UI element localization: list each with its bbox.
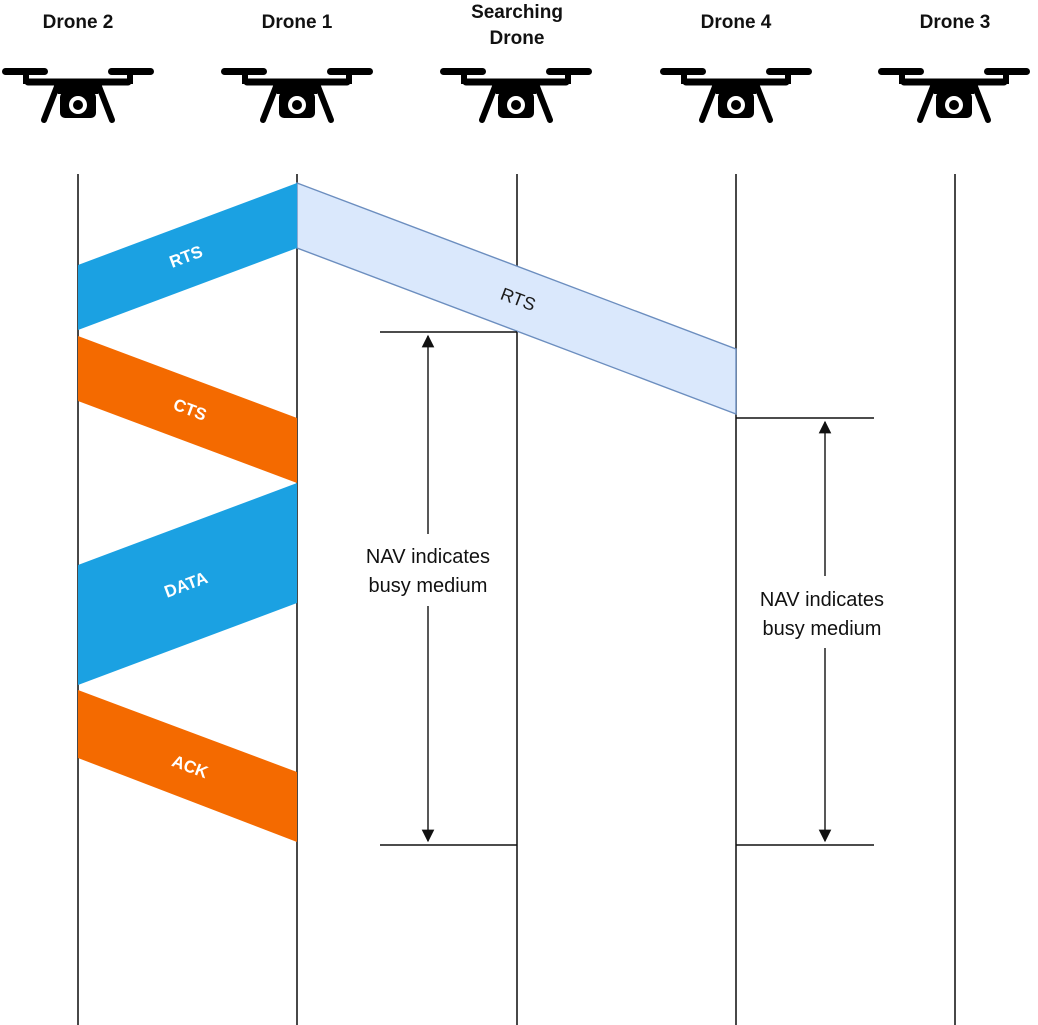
message-rts-to-drone-2: RTS bbox=[78, 183, 297, 330]
nav-label-line-2: busy medium bbox=[763, 618, 882, 640]
node-label-searching-drone-line-2: Drone bbox=[490, 28, 545, 49]
drone-icon bbox=[878, 68, 1030, 120]
message-data: DATA bbox=[78, 483, 297, 685]
nav-label-line-2: busy medium bbox=[369, 575, 488, 597]
searching-drone-header bbox=[440, 68, 592, 120]
drone-1-header bbox=[221, 68, 373, 120]
message-band bbox=[78, 183, 297, 330]
drone-2-header bbox=[2, 68, 154, 120]
drone-icon bbox=[440, 68, 592, 120]
node-label-drone-3: Drone 3 bbox=[920, 12, 991, 33]
message-band bbox=[78, 483, 297, 685]
node-label-drone-2: Drone 2 bbox=[43, 12, 114, 33]
node-label-drone-1: Drone 1 bbox=[262, 12, 333, 33]
drone-icon bbox=[221, 68, 373, 120]
nav-bracket-drone-4: NAV indicates busy medium bbox=[736, 417, 884, 846]
drone-3-header bbox=[878, 68, 1030, 120]
nav-label-line-1: NAV indicates bbox=[366, 546, 490, 568]
node-label-searching-drone-line-1: Searching bbox=[471, 2, 563, 23]
nav-bracket-searching-drone: NAV indicates busy medium bbox=[366, 331, 517, 846]
drone-icon bbox=[660, 68, 812, 120]
message-band bbox=[78, 690, 297, 842]
nav-label-line-1: NAV indicates bbox=[760, 589, 884, 611]
message-ack: ACK bbox=[78, 690, 297, 842]
message-band bbox=[78, 336, 297, 483]
drone-icon bbox=[2, 68, 154, 120]
node-label-drone-4: Drone 4 bbox=[701, 12, 772, 33]
message-cts: CTS bbox=[78, 336, 297, 483]
drone-4-header bbox=[660, 68, 812, 120]
